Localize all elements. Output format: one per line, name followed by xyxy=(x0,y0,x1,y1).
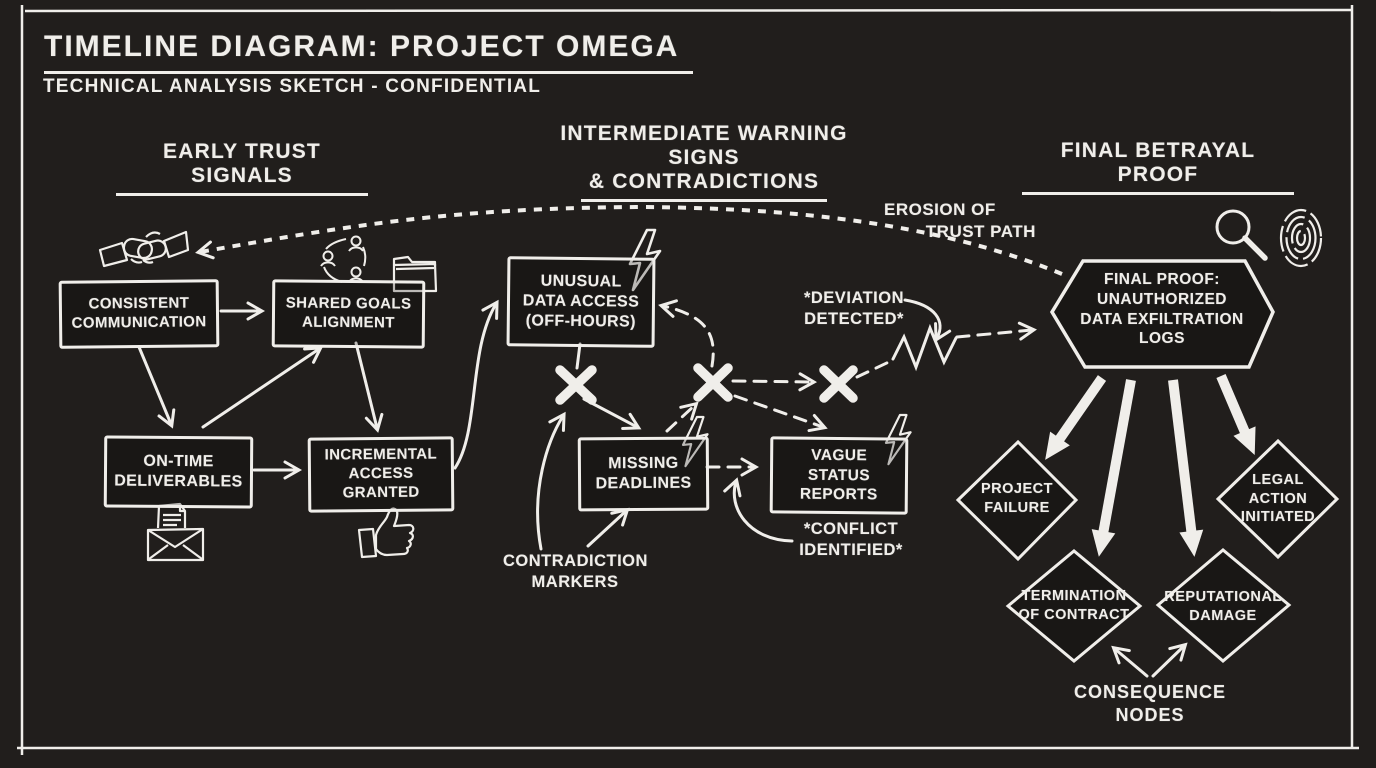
section-final-betrayal-proof: FINAL BETRAYAL PROOF xyxy=(1022,139,1294,195)
consequence-diamonds xyxy=(955,438,1340,663)
node-unusual-data-access: UNUSUAL DATA ACCESS (OFF-HOURS) xyxy=(506,256,656,348)
fingerprint-icon xyxy=(1279,208,1323,268)
node-consistent-communication: CONSISTENT COMMUNICATION xyxy=(58,279,220,349)
node-termination-of-contract-label: TERMINATION OF CONTRACT xyxy=(1018,588,1130,623)
node-on-time-deliverables: ON-TIME DELIVERABLES xyxy=(103,435,254,509)
frame-border xyxy=(17,5,1359,755)
handshake-icon xyxy=(98,230,190,268)
betrayal-arrows xyxy=(1045,374,1256,557)
annotation-consequence-nodes: CONSEQUENCE NODES xyxy=(1073,682,1227,726)
node-legal-action-label: LEGAL ACTION INITIATED xyxy=(1240,472,1316,526)
folder-icon xyxy=(392,255,438,293)
section-intermediate-line1: INTERMEDIATE WARNING SIGNS xyxy=(560,122,848,169)
x-marker-icon xyxy=(819,365,858,403)
annotation-contradiction-markers: CONTRADICTION MARKERS xyxy=(503,552,648,592)
section-intermediate-line2: & CONTRADICTIONS xyxy=(580,170,828,202)
annotation-conflict-identified: *CONFLICT IDENTIFIED* xyxy=(799,520,903,560)
lightning-icon xyxy=(628,228,912,468)
node-vague-status-reports: VAGUE STATUS REPORTS xyxy=(769,436,909,515)
erosion-trust-path-line xyxy=(195,204,1063,276)
x-marker-icon xyxy=(555,365,597,405)
section-early-label: EARLY TRUST SIGNALS xyxy=(116,140,368,196)
thumbs-up-icon xyxy=(357,507,415,559)
node-shared-goals-alignment: SHARED GOALS ALIGNMENT xyxy=(271,279,426,349)
node-project-failure-label: PROJECT FAILURE xyxy=(981,481,1053,516)
section-intermediate-warnings: INTERMEDIATE WARNING SIGNS & CONTRADICTI… xyxy=(528,122,880,202)
page-subtitle: TECHNICAL ANALYSIS SKETCH - CONFIDENTIAL xyxy=(43,76,542,97)
node-reputational-damage-label: REPUTATIONAL DAMAGE xyxy=(1164,589,1282,624)
page-title: TIMELINE DIAGRAM: PROJECT OMEGA xyxy=(44,30,694,74)
annotation-deviation-detected: *DEVIATION DETECTED* xyxy=(803,289,905,329)
envelope-document-icon xyxy=(146,502,205,562)
node-incremental-access-granted: INCREMENTAL ACCESS GRANTED xyxy=(307,436,455,513)
section-final-label: FINAL BETRAYAL PROOF xyxy=(1022,139,1294,195)
x-marker-icon xyxy=(693,363,733,402)
magnifier-icon xyxy=(1215,209,1268,261)
solid-arrows xyxy=(137,298,1188,678)
annotation-erosion-of-trust-path: EROSION OF TRUST PATH xyxy=(884,200,1036,241)
final-proof-hexagon xyxy=(1049,259,1275,369)
dashed-arrows xyxy=(658,299,1038,477)
node-final-proof-label: FINAL PROOF: UNAUTHORIZED DATA EXFILTRAT… xyxy=(1080,271,1244,348)
node-missing-deadlines: MISSING DEADLINES xyxy=(577,436,710,512)
section-early-trust-signals: EARLY TRUST SIGNALS xyxy=(116,140,368,196)
team-network-icon xyxy=(320,235,367,283)
